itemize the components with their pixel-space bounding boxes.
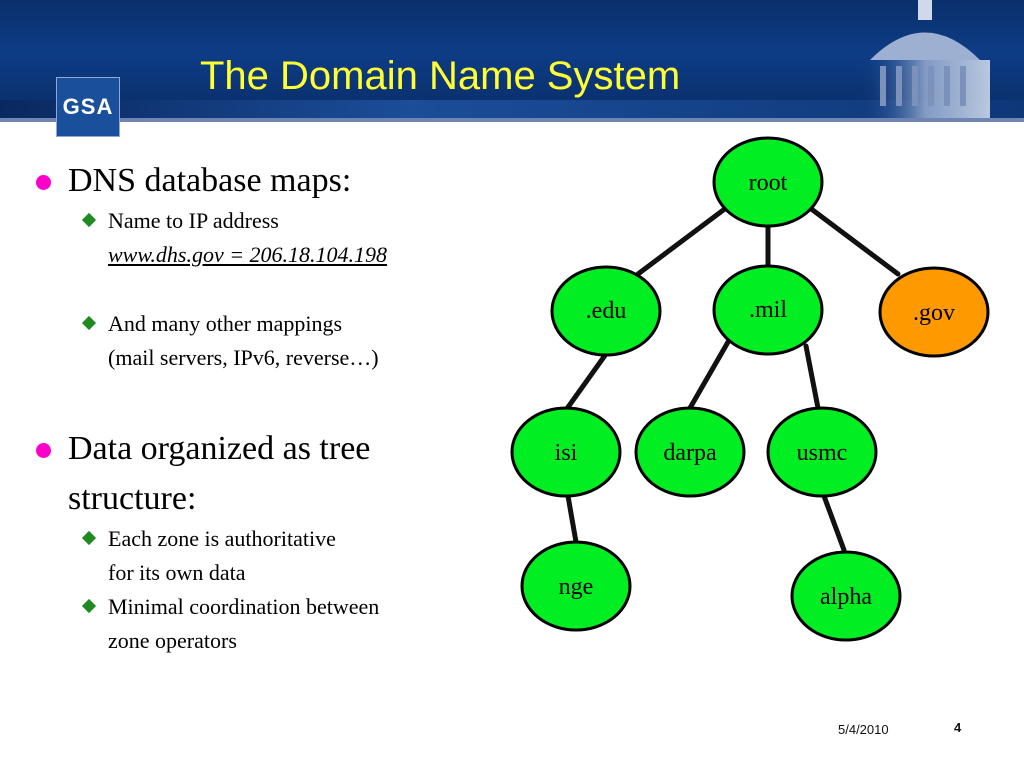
header-banner: The Domain Name System [0, 0, 1024, 118]
header-band [0, 100, 1024, 118]
node-label-edu: .edu [586, 298, 627, 324]
dns-tree-diagram: root .edu .mil .gov isi darpa usmc nge a… [510, 136, 990, 642]
node-label-mil: .mil [749, 297, 787, 323]
tree-node-darpa: darpa [634, 406, 746, 498]
node-label-root: root [749, 170, 788, 196]
edge-usmc-alpha [821, 493, 847, 553]
tree-node-gov: .gov [878, 266, 990, 358]
diamond-bullet-icon [81, 315, 97, 331]
edge-isi-nge [565, 493, 579, 545]
bullet-dot-icon [36, 175, 51, 190]
edge-edu-isi [563, 351, 609, 413]
node-label-nge: nge [559, 574, 594, 600]
slide-title: The Domain Name System [200, 54, 681, 98]
tree-node-isi: isi [510, 406, 622, 498]
node-label-isi: isi [555, 440, 578, 466]
gsa-logo: GSA [56, 77, 120, 137]
edge-mil-usmc [803, 343, 821, 411]
node-label-usmc: usmc [797, 440, 848, 466]
edge-root-edu [635, 205, 729, 277]
tree-node-mil: .mil [712, 264, 824, 356]
tree-node-nge: nge [520, 540, 632, 632]
tree-node-alpha: alpha [790, 550, 902, 642]
diamond-bullet-icon [81, 530, 97, 546]
node-label-alpha: alpha [820, 584, 872, 610]
node-label-gov: .gov [913, 300, 955, 326]
edge-root-gov [807, 205, 901, 277]
tree-node-usmc: usmc [766, 406, 878, 498]
footer-date: 5/4/2010 [838, 722, 889, 737]
tree-edges [563, 205, 901, 553]
tree-node-edu: .edu [550, 265, 662, 357]
page-number: 4 [954, 720, 962, 735]
diamond-bullet-icon [81, 598, 97, 614]
header-divider [0, 118, 1024, 122]
node-label-darpa: darpa [663, 440, 717, 466]
edge-mil-darpa [687, 339, 731, 411]
capitol-dome-icon [860, 0, 990, 118]
bullet-dot-icon [36, 443, 51, 458]
tree-node-root: root [712, 136, 824, 228]
diamond-bullet-icon [81, 212, 97, 228]
